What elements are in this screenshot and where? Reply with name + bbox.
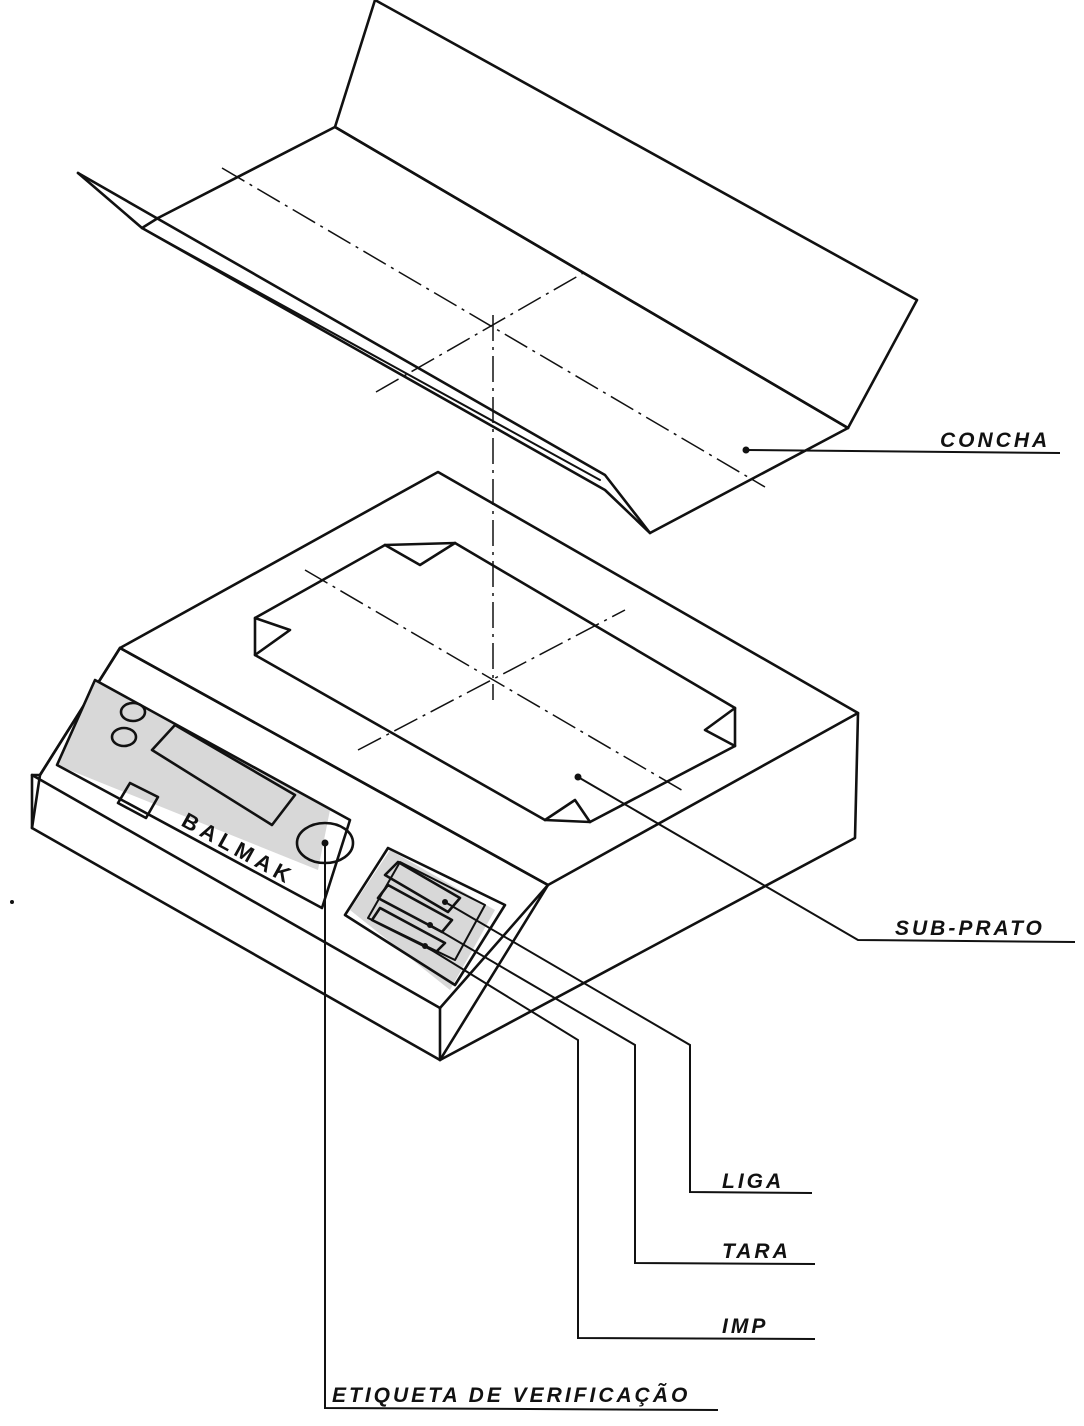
sub-prato-plate [253, 541, 737, 824]
indicator-light-2-icon [110, 726, 138, 748]
subprato-long-axis [304, 569, 686, 793]
weight-display [150, 723, 297, 827]
label-imp: IMP [722, 1315, 768, 1338]
small-window [116, 781, 160, 820]
label-concha: CONCHA [940, 429, 1050, 452]
label-tara: TARA [722, 1240, 791, 1263]
scale-body: BALMAK [30, 470, 860, 1062]
label-etiqueta: ETIQUETA DE VERIFICAÇÃO [332, 1384, 690, 1407]
label-liga: LIGA [722, 1170, 784, 1193]
liga-key [383, 860, 462, 914]
indicator-light-1-icon [119, 701, 147, 723]
concha-long-axis [221, 167, 766, 488]
concha-tray [76, 0, 919, 535]
subprato-cross-axis [357, 609, 626, 751]
label-sub-prato: SUB-PRATO [895, 917, 1045, 940]
imp-key [370, 906, 447, 954]
tara-key [376, 883, 454, 934]
